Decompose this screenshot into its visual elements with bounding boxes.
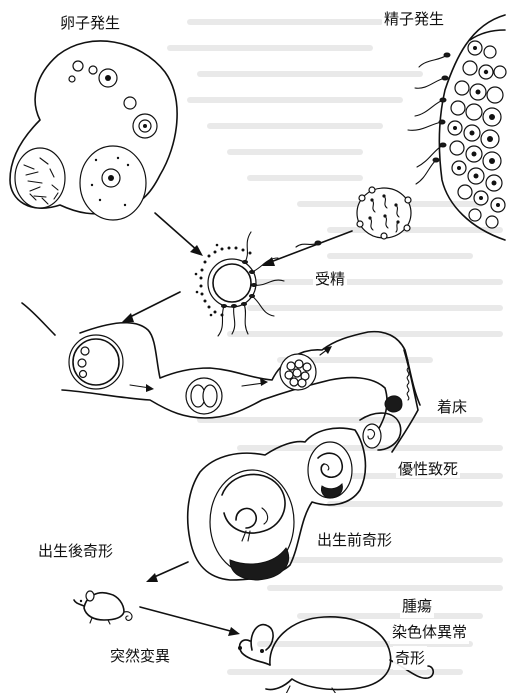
ovary xyxy=(10,41,177,220)
oviduct xyxy=(22,303,420,430)
arrow-to-postnatal xyxy=(146,562,188,582)
label-fertilization: 受精 xyxy=(313,270,347,288)
label-mutation: 突然変異 xyxy=(108,647,172,665)
small-mouse xyxy=(74,591,132,624)
label-oogenesis: 卵子発生 xyxy=(58,14,122,32)
label-dominant-lethal: 優性致死 xyxy=(396,460,460,478)
arrow-oogenesis-to-fertilization xyxy=(155,213,203,256)
label-chromosome-abnormality: 染色体異常 xyxy=(390,620,469,644)
label-implantation: 着床 xyxy=(435,398,469,416)
fertilized-egg xyxy=(195,232,284,336)
uterine-horn xyxy=(188,428,366,580)
label-prenatal-malformation: 出生前奇形 xyxy=(315,531,394,549)
label-spermatogenesis: 精子発生 xyxy=(382,10,446,28)
sperm-cell xyxy=(296,241,321,247)
testis xyxy=(357,15,506,240)
label-postnatal-malformation: 出生後奇形 xyxy=(36,542,115,560)
arrow-to-adult-mouse xyxy=(140,607,240,636)
label-malformation: 奇形 xyxy=(393,646,427,670)
arrow-spermatogenesis-to-fertilization xyxy=(262,231,352,266)
label-tumor: 腫瘍 xyxy=(400,594,434,618)
arrow-fertilization-to-oviduct xyxy=(122,292,180,322)
